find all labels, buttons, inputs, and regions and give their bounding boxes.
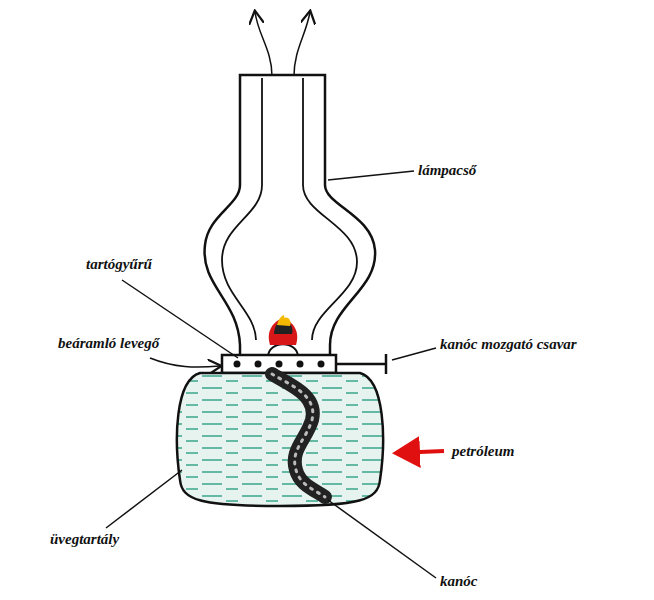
part-label: petróleum — [452, 442, 515, 460]
air-inflow-arrow — [150, 358, 220, 367]
glass-chimney — [205, 75, 376, 355]
part-label: kanóc — [440, 572, 478, 590]
air-holes — [234, 361, 325, 368]
flame — [269, 315, 297, 345]
wick-texture — [272, 374, 325, 497]
part-label: kanóc mozgató csavar — [440, 335, 577, 353]
part-label: beáramló levegő — [58, 334, 159, 352]
part-label: üvegtartály — [50, 530, 119, 548]
glass-tank — [177, 373, 383, 506]
exhaust-arrow — [255, 12, 272, 76]
wick-screw — [336, 354, 386, 374]
part-label: lámpacső — [418, 161, 476, 179]
leader-lines — [106, 171, 436, 578]
part-label: tartógyűrű — [86, 255, 152, 273]
pointer-arrow — [396, 451, 444, 453]
wick — [272, 374, 325, 497]
exhaust-arrow — [294, 12, 310, 76]
